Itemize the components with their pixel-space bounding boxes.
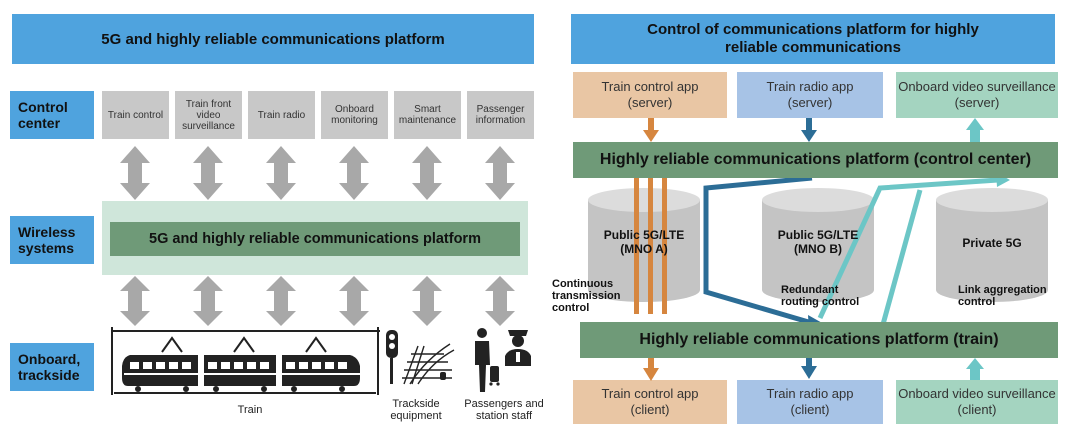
- arrow-up-1: [120, 146, 150, 200]
- app-box-train-control: Train control: [102, 91, 169, 139]
- catenary: [111, 327, 380, 395]
- blue-redundant-route: [703, 175, 813, 326]
- row-label-control-center: Control center: [10, 91, 94, 139]
- lower-arrows: [120, 276, 515, 326]
- arrow-up-6: [485, 146, 515, 200]
- arrow-down-2: [193, 276, 223, 326]
- arrow-up-4: [339, 146, 369, 200]
- label-private-5g: Private 5G: [962, 236, 1022, 250]
- server-train-radio: Train radio app (server): [737, 72, 883, 118]
- arrow-down-5: [412, 276, 442, 326]
- app-box-smart-maintenance: Smart maintenance: [394, 91, 461, 139]
- train-icon: [114, 336, 376, 394]
- label-mno-a: Public 5G/LTE (MNO A): [603, 228, 685, 256]
- left-title: 5G and highly reliable communications pl…: [101, 30, 445, 48]
- teal-link-aggregation: [817, 177, 999, 329]
- passenger-icon: [475, 328, 500, 392]
- left-platform-bar: 5G and highly reliable communications pl…: [110, 222, 520, 256]
- client-video-surveillance: Onboard video surveillance (client): [896, 380, 1058, 424]
- app-box-passenger-information: Passenger information: [467, 91, 534, 139]
- client-train-control: Train control app (client): [573, 380, 727, 424]
- server-train-control: Train control app (server): [573, 72, 727, 118]
- arrow-down-6: [485, 276, 515, 326]
- server-video-surveillance: Onboard video surveillance (server): [896, 72, 1058, 118]
- station-staff-icon: [505, 330, 531, 366]
- client-arrows: [643, 358, 984, 381]
- track-device-icon: [440, 372, 446, 380]
- arrow-down-4: [339, 276, 369, 326]
- server-arrows: [643, 118, 984, 142]
- left-title-banner: 5G and highly reliable communications pl…: [12, 14, 534, 64]
- client-train-radio: Train radio app (client): [737, 380, 883, 424]
- arrow-down-3: [266, 276, 296, 326]
- note-redundant-routing: Redundant routing control: [781, 284, 860, 308]
- right-title-banner: Control of communications platform for h…: [571, 14, 1055, 64]
- signal-icon: [386, 330, 398, 384]
- note-link-aggregation: Link aggregation control: [958, 284, 1047, 308]
- arrow-up-3: [266, 146, 296, 200]
- note-continuous-transmission: Continuous transmission control: [552, 278, 621, 314]
- app-box-train-radio: Train radio: [248, 91, 315, 139]
- row-label-wireless-systems: Wireless systems: [10, 216, 94, 264]
- cylinder-private-5g: [936, 188, 1048, 302]
- cylinder-mno-b: [762, 188, 874, 302]
- app-box-onboard-monitoring: Onboard monitoring: [321, 91, 388, 139]
- caption-train: Train: [237, 404, 263, 416]
- platform-control-center: Highly reliable communications platform …: [573, 142, 1058, 178]
- platform-train: Highly reliable communications platform …: [580, 322, 1058, 358]
- label-mno-b: Public 5G/LTE (MNO B): [777, 228, 859, 256]
- caption-trackside: Trackside equipment: [390, 398, 442, 422]
- caption-passengers: Passengers and station staff: [464, 398, 544, 422]
- cylinder-mno-a: [588, 188, 700, 302]
- upper-arrows: [120, 146, 515, 200]
- arrow-up-5: [412, 146, 442, 200]
- right-title: Control of communications platform for h…: [647, 21, 979, 56]
- arrow-down-1: [120, 276, 150, 326]
- app-box-train-front-video: Train front video surveillance: [175, 91, 242, 139]
- row-label-onboard-trackside: Onboard, trackside: [10, 343, 94, 391]
- arrow-up-2: [193, 146, 223, 200]
